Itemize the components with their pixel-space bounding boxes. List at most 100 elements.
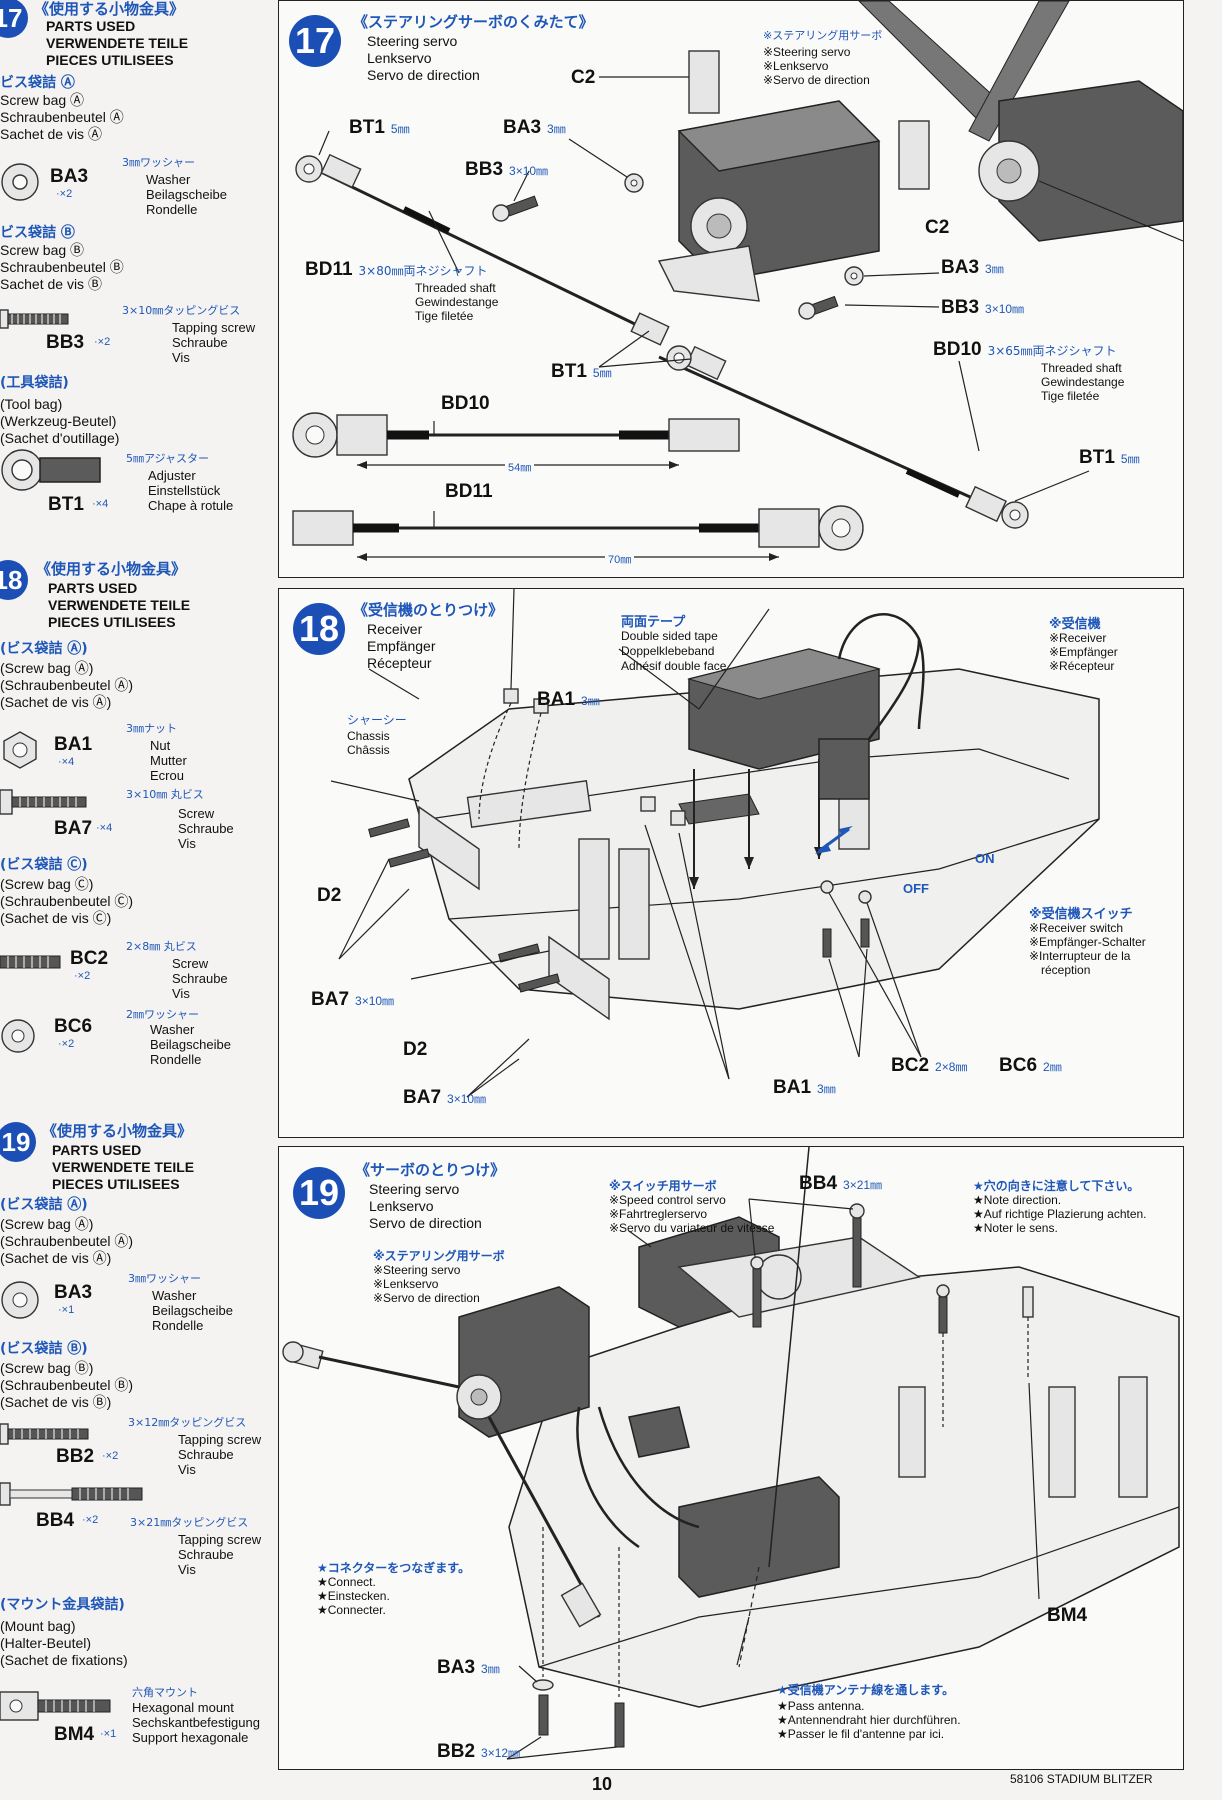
tapping-screw-bb3-icon: [0, 309, 69, 329]
sidebar-19-bm4-code: BM4: [54, 1724, 95, 1745]
washer-bc6-icon: [1, 1019, 35, 1053]
step-18-switch-on: ON: [975, 851, 995, 866]
step-19-illustration: [282, 1147, 1180, 1760]
step-19-jp-title: 《サーボのとりつけ》: [355, 1161, 506, 1179]
step-19-steer-lines: ※Steering servo※Lenkservo※Servo de direc…: [373, 1263, 480, 1305]
sidebar-18-ba7-code: BA7: [54, 818, 93, 839]
step-17-servo-lines: ※Steering servo※Lenkservo※Servo de direc…: [763, 45, 870, 87]
step-18-chassis-jp: シャーシー: [347, 713, 407, 727]
sidebar-18-bc6-code: BC6: [54, 1016, 93, 1037]
hexagonal-mount-bm4-icon: [0, 1691, 111, 1721]
sidebar-19-bm4-qty: ·×1: [100, 1728, 117, 1740]
sidebar-19-bag-b: (Screw bag Ⓑ)(Schraubenbeutel Ⓑ)(Sachet …: [0, 1360, 134, 1410]
step-19-antenna-lines: ★Pass antenna.★Antennendraht hier durchf…: [777, 1699, 961, 1741]
sidebar-17-ba3-code: BA3: [50, 166, 89, 187]
sidebar-19-ba3-qty: ·×1: [58, 1304, 75, 1316]
sidebar-18-bag-a-jp: (ビス袋詰 Ⓐ): [0, 641, 88, 657]
sidebar-17-bt1-qty: ·×4: [92, 498, 109, 510]
step-17-illustration: [292, 1, 1183, 561]
step-19-connect-jp: ★コネクターをつなぎます。: [317, 1561, 471, 1575]
sidebar-19-bag-b-jp: (ビス袋詰 Ⓑ): [0, 1341, 88, 1357]
nut-ba1-icon: [3, 731, 37, 769]
step-19-speed-lines: ※Speed control servo※Fahrtreglerservo※Se…: [609, 1193, 775, 1235]
sidebar-17-tool-jp: (工具袋詰): [0, 375, 69, 391]
sidebar-17-bt1-jp: 5㎜アジャスター: [126, 452, 210, 465]
step-18-jp-title: 《受信機のとりつけ》: [353, 601, 504, 619]
sidebar-19-bm4-jp: 六角マウント: [132, 1686, 198, 1699]
step-18-d2: D2: [317, 885, 342, 906]
step-19-note-lines: ★Note direction.★Auf richtige Plazierung…: [973, 1193, 1147, 1235]
step-17-dim-54: 54㎜: [505, 459, 535, 475]
sidebar-18-bag-c-jp: (ビス袋詰 Ⓒ): [0, 857, 88, 873]
sidebar-18-bc6-qty: ·×2: [58, 1038, 75, 1050]
washer-ba3-19-icon: [1, 1281, 39, 1319]
model-name: 58106 STADIUM BLITZER: [1010, 1772, 1153, 1786]
step-17-badge: 17: [289, 15, 341, 67]
step-18-badge: 18: [293, 603, 345, 655]
step-18-receiver-lines: ※Receiver※Empfänger※Récepteur: [1049, 631, 1118, 673]
sidebar-18-bc2-qty: ·×2: [74, 970, 91, 982]
sidebar-19-bb2-jp: 3×12㎜タッピングビス: [128, 1416, 247, 1429]
sidebar-19-bb4-code: BB4: [36, 1510, 75, 1531]
step-19-note-jp: ★穴の向きに注意して下さい。: [973, 1179, 1140, 1193]
step-18-illustration: [330, 589, 1100, 1098]
sidebar-19-bag-a-jp: (ビス袋詰 Ⓐ): [0, 1197, 88, 1213]
sidebar-17-ba3-jp: 3㎜ワッシャー: [122, 156, 195, 169]
step-17-dim-70: 70㎜: [605, 551, 635, 567]
step-19-connect-lines: ★Connect.★Einstecken.★Connecter.: [317, 1575, 390, 1617]
receiver-19: [678, 1476, 840, 1598]
sidebar-19-jp-title: 《使用する小物金具》: [42, 1122, 193, 1140]
sidebar-step-17-badge: 17: [0, 0, 28, 38]
sidebar-step-19-badge: 19: [0, 1122, 36, 1162]
d2-plate-lower: [548, 935, 610, 1021]
sidebar-17-tool: (Tool bag)(Werkzeug-Beutel)(Sachet d'out…: [0, 396, 120, 446]
sidebar-18-bc6-jp: 2㎜ワッシャー: [126, 1008, 199, 1021]
sidebar-17-bt1-code: BT1: [48, 494, 84, 515]
step-18-switch-off: OFF: [903, 881, 929, 896]
sidebar-18-bc2-jp: 2×8㎜ 丸ビス: [126, 940, 197, 953]
step-17-bd11-label: BD11: [445, 481, 493, 502]
step-19-antenna-jp: ★受信機アンテナ線を通します。: [777, 1683, 955, 1697]
sidebar-18-jp-title: 《使用する小物金具》: [36, 560, 187, 578]
tapping-screw-bb4-icon: [0, 1482, 143, 1506]
step-18-switch-lines: ※Receiver switch※Empfänger-Schalter※Inte…: [1029, 921, 1146, 977]
sidebar-18-ba1-code: BA1: [54, 734, 93, 755]
washer-ba3-icon: [1, 163, 39, 201]
sidebar-19-bb4-jp: 3×21㎜タッピングビス: [130, 1516, 249, 1529]
step-17-jp-title: 《ステアリングサーボのくみたて》: [353, 13, 594, 31]
step-17-c2-top: C2: [571, 67, 596, 88]
step-17-c2-right: C2: [925, 217, 950, 238]
d2-plate-upper: [418, 805, 480, 891]
sidebar-19-bb4-qty: ·×2: [82, 1514, 99, 1526]
